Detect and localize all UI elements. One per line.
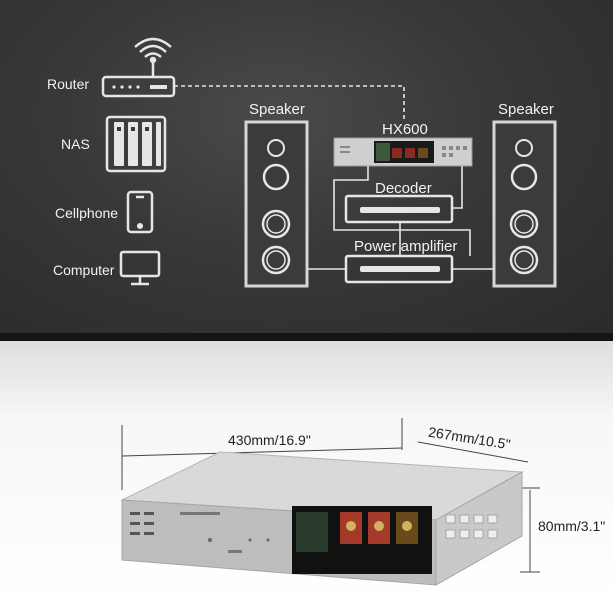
signal-lines bbox=[307, 166, 494, 270]
connection-diagram bbox=[101, 37, 557, 288]
left-speaker bbox=[244, 120, 309, 288]
decoder-label: Decoder bbox=[375, 180, 432, 197]
network-link-dashed bbox=[174, 85, 405, 120]
computer-icon bbox=[119, 250, 161, 286]
power-amplifier-label: Power amplifier bbox=[354, 238, 458, 255]
hx600-label: HX600 bbox=[382, 121, 428, 138]
width-dimension-label: 430mm/16.9" bbox=[228, 432, 311, 448]
right-speaker bbox=[492, 120, 557, 288]
section-divider bbox=[0, 333, 613, 341]
height-dimension-label: 80mm/3.1" bbox=[538, 518, 606, 534]
router-label: Router bbox=[47, 76, 90, 92]
cellphone-icon bbox=[126, 190, 154, 234]
left-speaker-label: Speaker bbox=[249, 101, 305, 118]
router-icon bbox=[101, 37, 176, 98]
computer-label: Computer bbox=[53, 262, 115, 278]
nas-label: NAS bbox=[61, 136, 90, 152]
cellphone-label: Cellphone bbox=[55, 205, 119, 221]
dimension-lines bbox=[121, 418, 540, 573]
decoder-device bbox=[344, 194, 454, 224]
nas-icon bbox=[105, 115, 167, 173]
hx600-device bbox=[333, 137, 473, 167]
hx600-chassis bbox=[120, 451, 524, 586]
right-speaker-label: Speaker bbox=[498, 101, 554, 118]
